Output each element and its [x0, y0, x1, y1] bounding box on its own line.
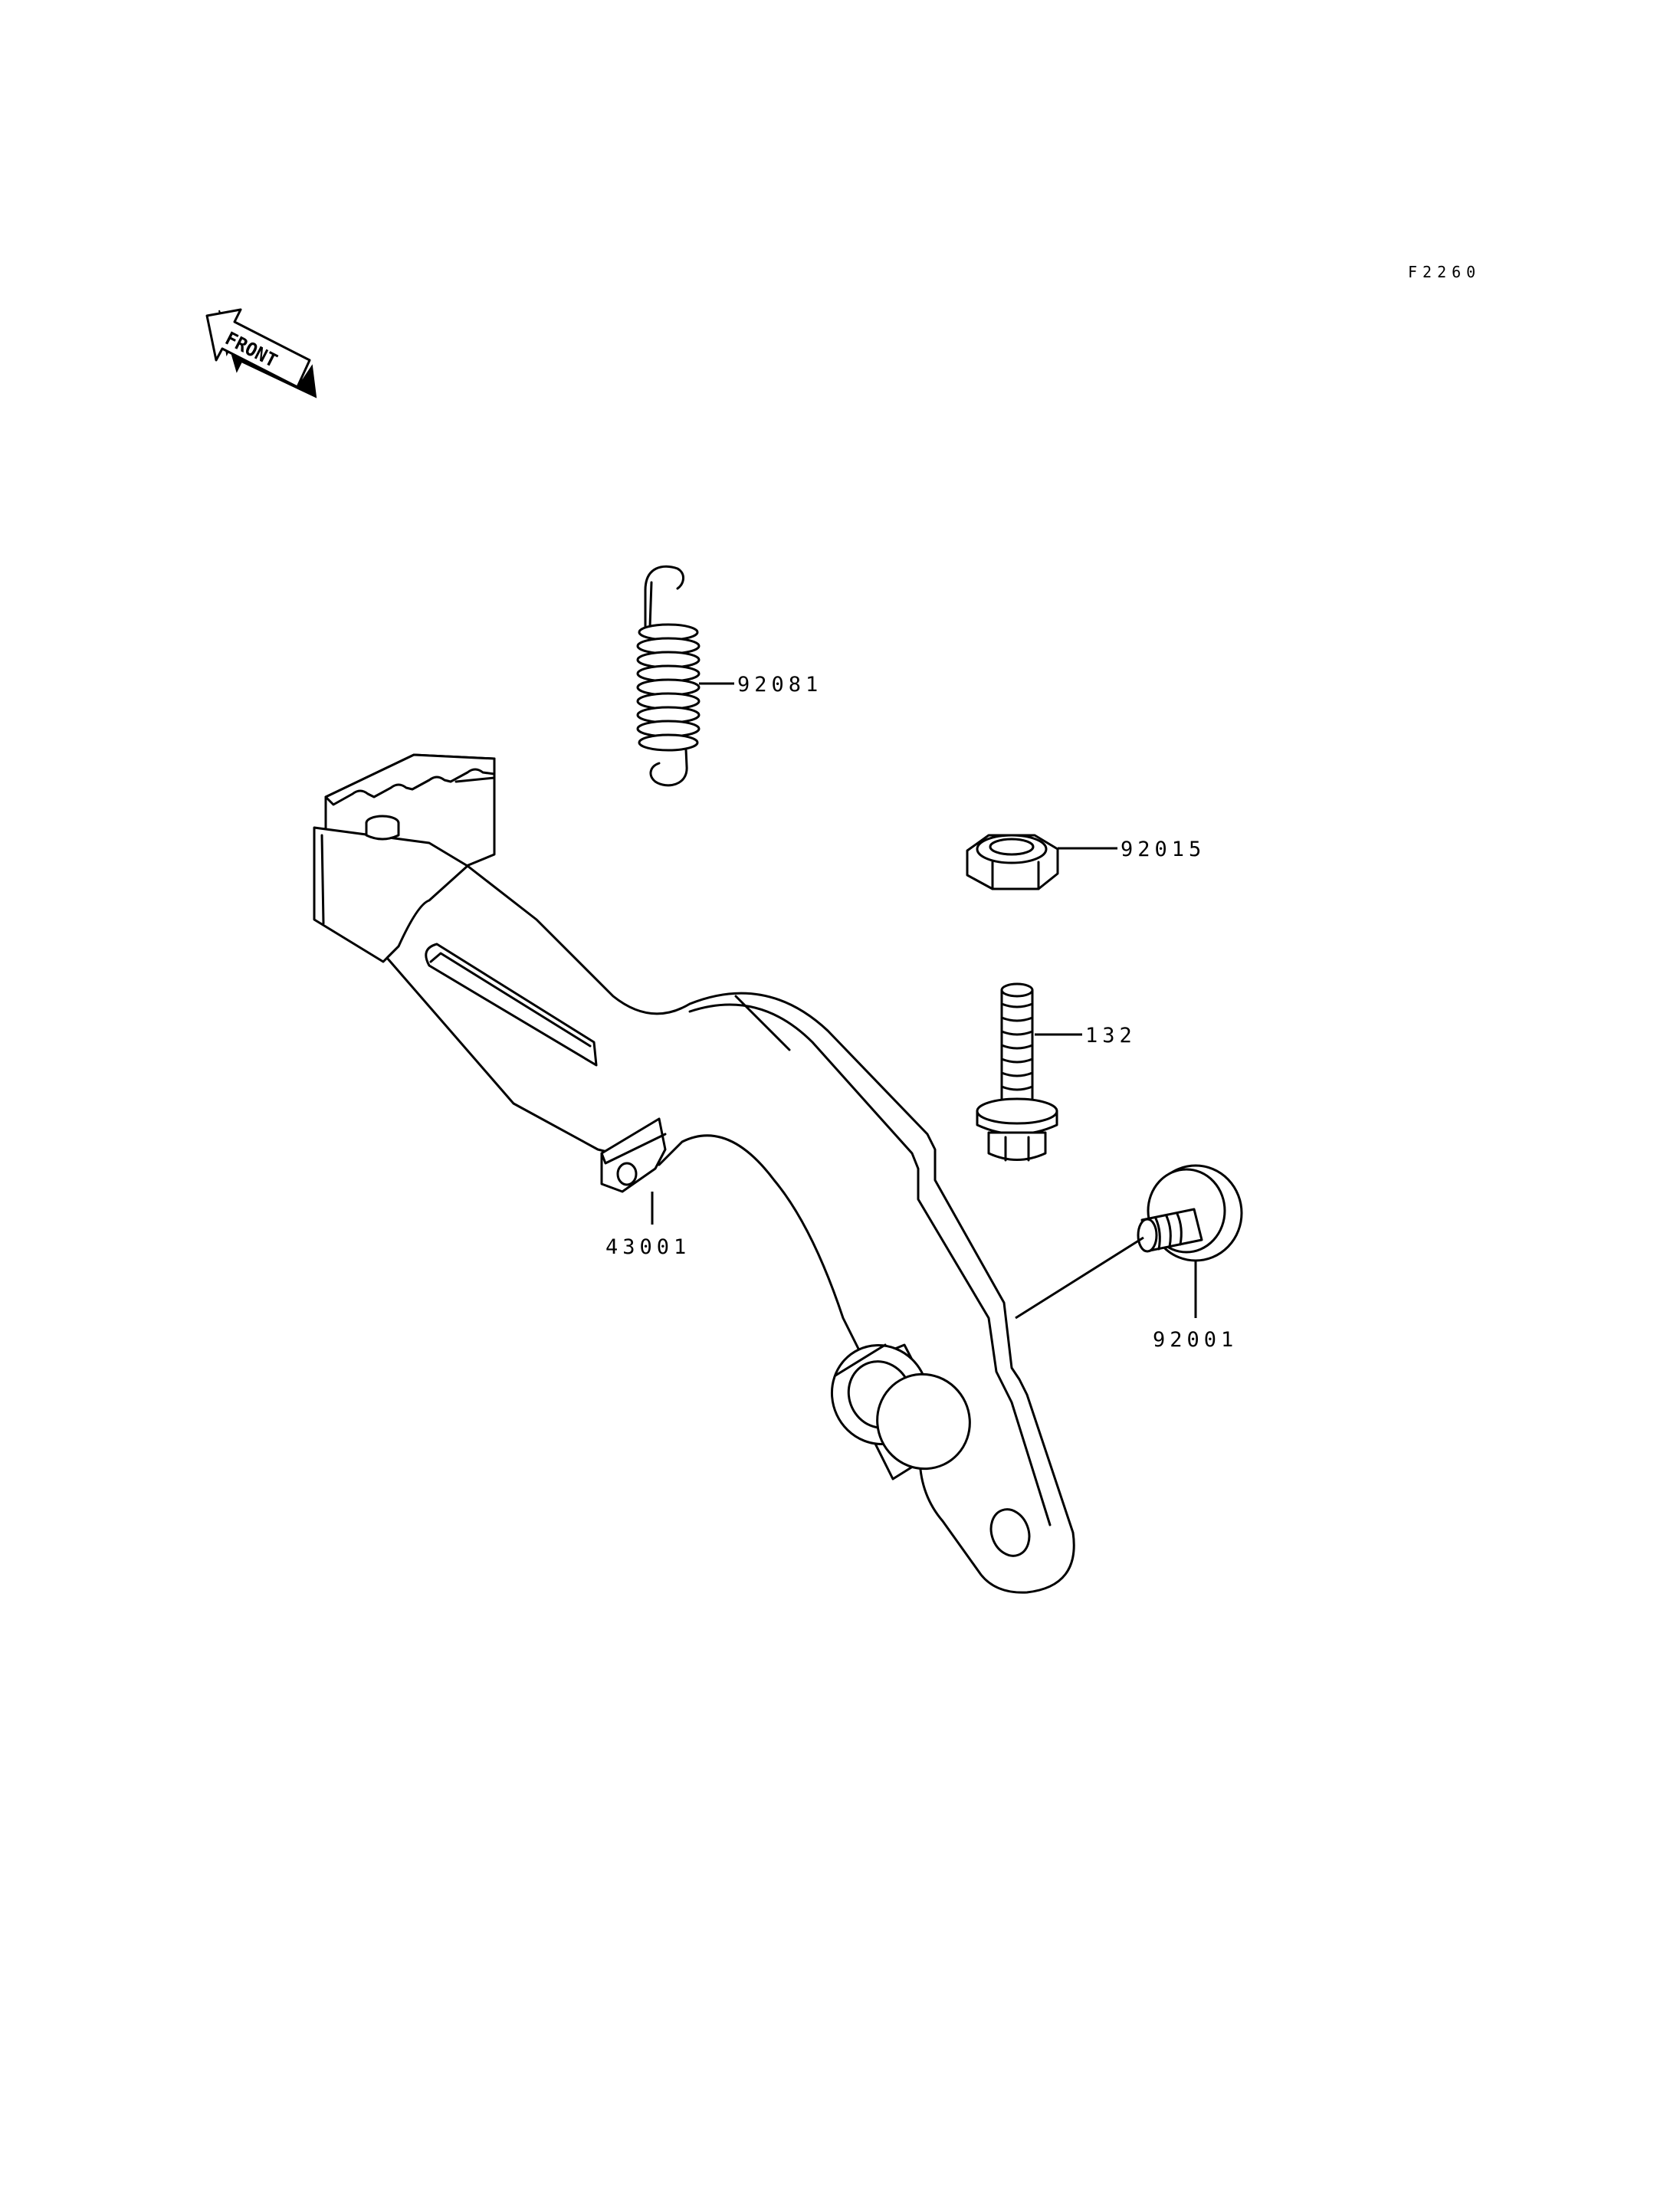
pivot-bolt-92001 [1137, 1164, 1243, 1262]
spring-92081 [636, 565, 701, 787]
bolt-132 [976, 982, 1058, 1162]
diagram-code: F2260 [1408, 263, 1481, 281]
front-arrow-icon: FRONT [205, 308, 317, 398]
part-number-92001: 92001 [1153, 1328, 1238, 1352]
brake-pedal-43001 [313, 753, 1075, 1594]
part-number-92081: 92081 [737, 673, 822, 697]
part-number-92015: 92015 [1121, 838, 1206, 861]
part-number-43001: 43001 [605, 1235, 691, 1259]
nut-92015 [966, 834, 1059, 890]
part-number-132: 132 [1085, 1024, 1137, 1048]
